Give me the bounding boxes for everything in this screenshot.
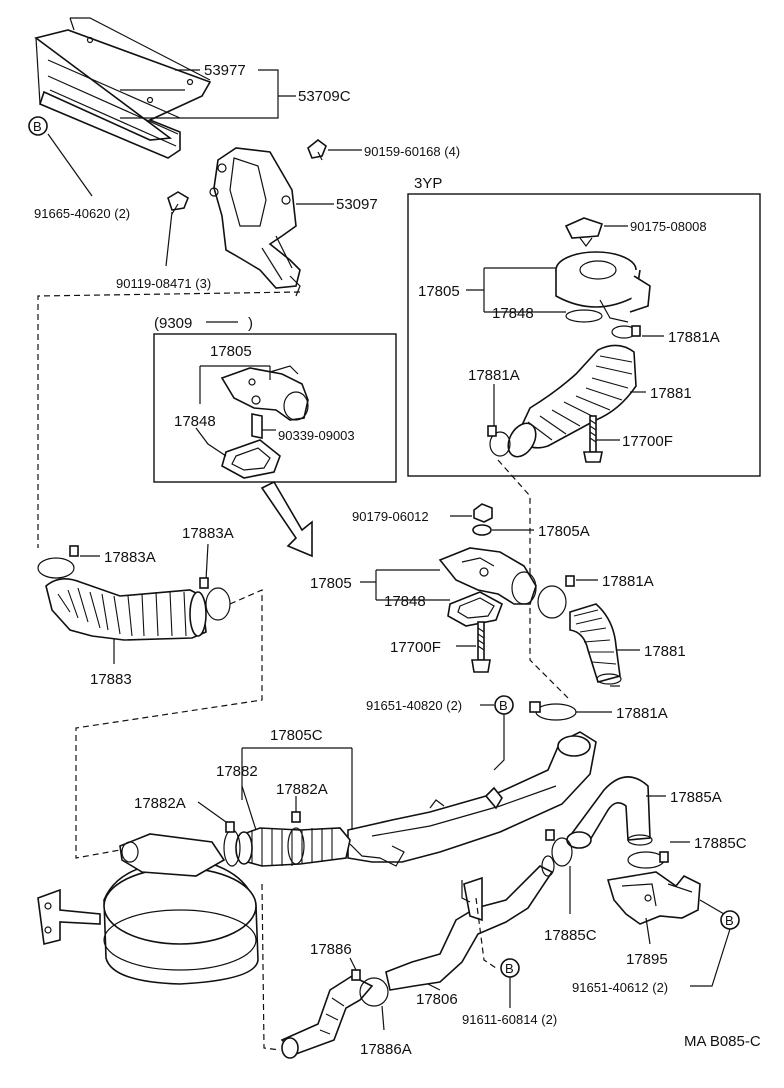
bolt-marker-letter: B <box>499 698 508 713</box>
bracket-53097 <box>209 147 301 297</box>
gasket-17848 <box>447 591 503 627</box>
intake-housing-17805-3yp <box>555 251 651 323</box>
yp-box-title: 3YP <box>414 175 442 192</box>
intake-housing-17805 <box>438 547 537 605</box>
box-9309 <box>153 333 397 483</box>
intake-housing-17805-alt <box>220 365 309 439</box>
stud-bolt-17700f <box>471 621 491 673</box>
label-17886: 17886 <box>310 941 352 958</box>
bolt-icon <box>307 138 327 161</box>
label-90119-08471: 90119-08471 (3) <box>116 276 211 291</box>
label-17883A-top: 17883A <box>182 525 234 542</box>
label-91665-40620: 91665-40620 (2) <box>34 206 130 221</box>
label-17886A: 17886A <box>360 1041 412 1058</box>
label-17885C-right: 17885C <box>694 835 747 852</box>
hose-17882 <box>235 827 351 867</box>
hose-clamp-17882a <box>223 821 241 867</box>
label-17885A: 17885A <box>670 789 722 806</box>
label-17805C: 17805C <box>270 727 323 744</box>
gasket-17848-alt <box>221 439 281 479</box>
air-cleaner-case <box>37 833 259 985</box>
label-17885C-low: 17885C <box>544 927 597 944</box>
label-91651-40612: 91651-40612 (2) <box>572 980 668 995</box>
shield-plate-53977 <box>34 17 212 159</box>
stud-bolt-17700f <box>583 415 603 463</box>
hose-17885a <box>566 776 653 849</box>
hose-clamp-17881a <box>529 701 577 721</box>
label-17805-mid: 17805 <box>310 575 352 592</box>
bracket-17895 <box>606 871 701 925</box>
label-17700F-mid: 17700F <box>390 639 441 656</box>
label-53097: 53097 <box>336 196 378 213</box>
label-17895: 17895 <box>626 951 668 968</box>
intake-pipe-17805c <box>347 731 597 867</box>
label-17883A-left: 17883A <box>104 549 156 566</box>
label-91651-40820: 91651-40820 (2) <box>366 698 462 713</box>
label-17806: 17806 <box>416 991 458 1008</box>
bolt-marker-b: B <box>500 958 520 978</box>
label-17882: 17882 <box>216 763 258 780</box>
label-17700F-3yp: 17700F <box>622 433 673 450</box>
label-17848-mid: 17848 <box>384 593 426 610</box>
label-17882A-left: 17882A <box>134 795 186 812</box>
arrow-icon <box>260 480 313 558</box>
bolt-marker-letter: B <box>725 913 734 928</box>
date-box-title-close: ) <box>248 315 253 332</box>
label-17805-box: 17805 <box>210 343 252 360</box>
hose-clamp-17883a <box>37 545 79 579</box>
gasket-17848-3yp <box>565 309 603 323</box>
washer-17805a <box>472 524 492 536</box>
label-90175-08008: 90175-08008 <box>630 219 707 234</box>
label-17881A-3yp-left: 17881A <box>468 367 520 384</box>
label-17882A-mid: 17882A <box>276 781 328 798</box>
hose-clamp-17881a <box>487 425 511 457</box>
label-17805-3yp: 17805 <box>418 283 460 300</box>
bolt-marker-letter: B <box>33 119 42 134</box>
label-17848-box: 17848 <box>174 413 216 430</box>
label-17881-3yp: 17881 <box>650 385 692 402</box>
label-17881A-3yp: 17881A <box>668 329 720 346</box>
label-91611-60814: 91611-60814 (2) <box>462 1012 557 1027</box>
nut-90179-06012 <box>473 503 493 523</box>
label-90159-60168: 90159-60168 (4) <box>364 144 460 159</box>
cap-90175-08008 <box>564 217 604 247</box>
corrugated-hose-17881-3yp <box>507 344 637 458</box>
label-17881A-mid: 17881A <box>602 573 654 590</box>
hose-clamp-17881a <box>611 325 641 339</box>
bolt-marker-b: B <box>494 695 514 715</box>
hose-17806 <box>385 855 555 991</box>
label-90339-09003: 90339-09003 <box>278 428 355 443</box>
hose-clamp-17881a <box>537 575 575 619</box>
hose-clamp-17885c <box>627 851 669 869</box>
footer-code: MA B085-C <box>684 1033 761 1050</box>
bolt-marker-letter: B <box>505 961 514 976</box>
label-17881A-low: 17881A <box>616 705 668 722</box>
hose-clamp-17885c <box>545 829 573 867</box>
box-3yp <box>407 193 761 477</box>
bolt-icon <box>167 191 189 215</box>
label-53709C: 53709C <box>298 88 351 105</box>
label-17805A: 17805A <box>538 523 590 540</box>
date-box-title-open: (9309 <box>154 315 192 332</box>
corrugated-hose-17883 <box>45 578 207 641</box>
bolt-marker-b: B <box>28 116 48 136</box>
label-17881-mid: 17881 <box>644 643 686 660</box>
label-17883: 17883 <box>90 671 132 688</box>
label-90179-06012: 90179-06012 <box>352 509 429 524</box>
label-17848-3yp: 17848 <box>492 305 534 322</box>
elbow-hose-17881 <box>569 603 622 685</box>
hose-17886 <box>280 975 374 1059</box>
label-53977: 53977 <box>204 62 246 79</box>
